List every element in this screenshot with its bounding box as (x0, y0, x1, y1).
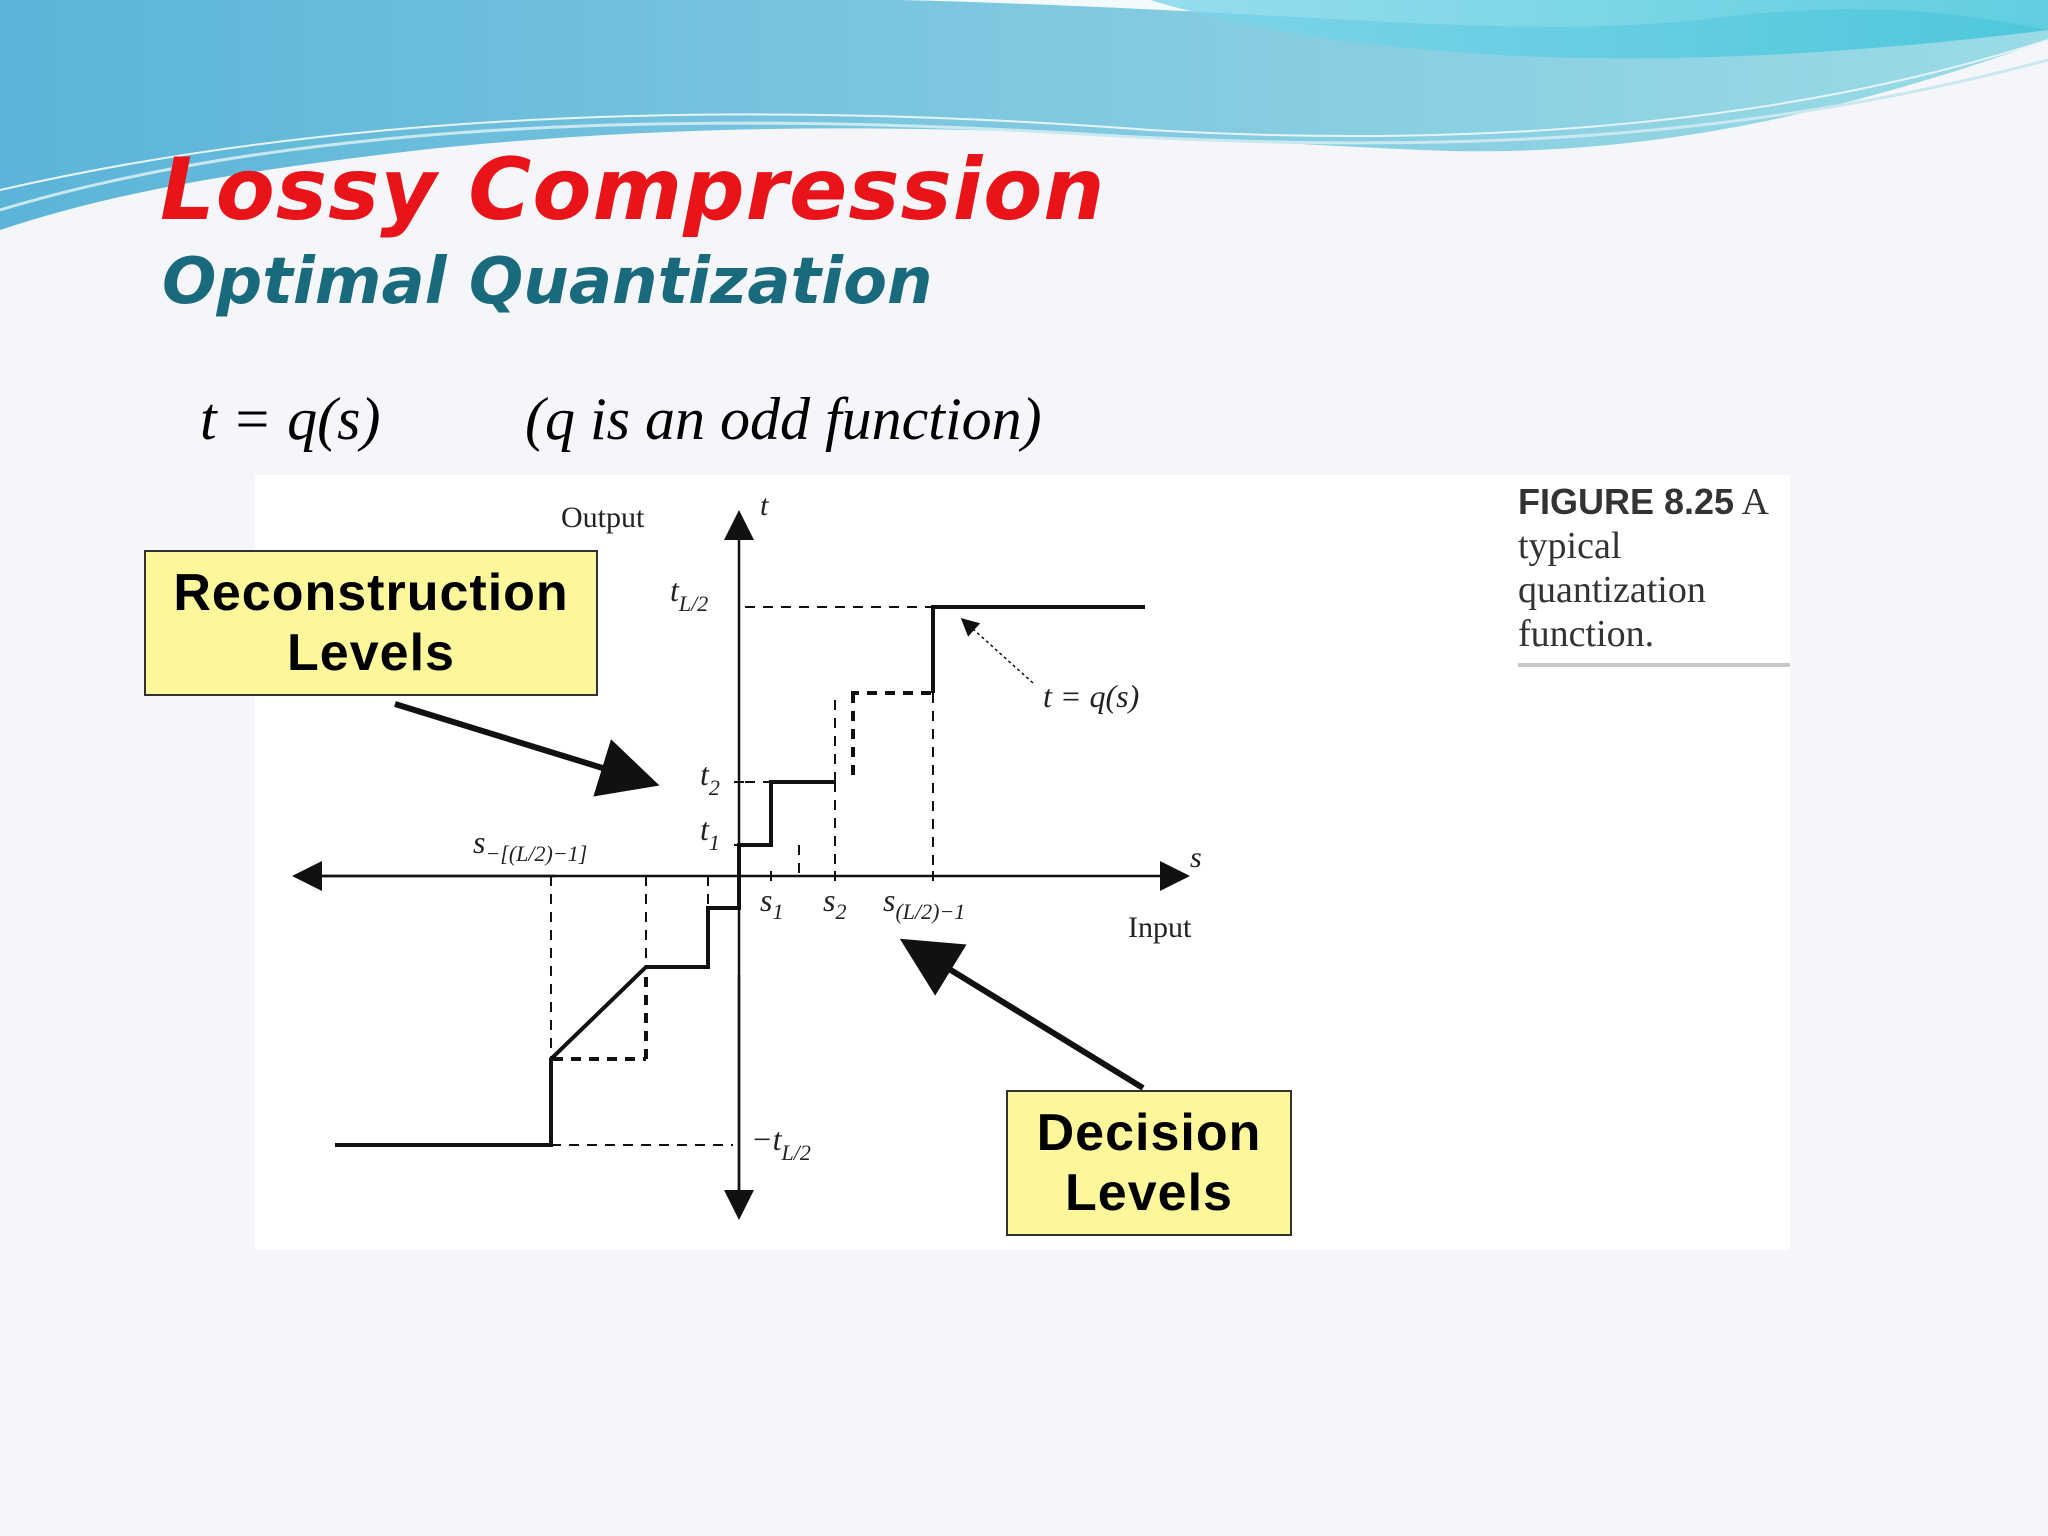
caption-number: FIGURE 8.25 (1518, 481, 1735, 522)
label-t1: t1 (700, 811, 720, 855)
slide-title: Lossy Compression (160, 140, 1106, 240)
callout-decision-line2: Levels (1065, 1164, 1233, 1222)
function-pointer (960, 617, 1034, 684)
caption-divider (1518, 663, 1790, 667)
quantization-steps-top (931, 605, 1145, 693)
wave-banner (0, 0, 2048, 230)
reconstruction-arrow (394, 701, 660, 797)
label-s-last: s(L/2)−1 (883, 882, 965, 924)
label-s1: s1 (760, 882, 783, 924)
equation-note: (q is an odd function) (525, 386, 1042, 452)
callout-decision-line1: Decision (1036, 1104, 1262, 1162)
label-s-neg: s−[(L/2)−1] (473, 824, 587, 866)
label-t-bottom: −tL/2 (751, 1121, 811, 1165)
label-s2: s2 (823, 882, 846, 924)
function-label: t = q(s) (1043, 678, 1139, 714)
label-t2: t2 (700, 756, 720, 800)
callout-reconstruction-line1: Reconstruction (173, 564, 569, 622)
callout-decision-levels: Decision Levels (1006, 1090, 1292, 1236)
label-t-top: tL/2 (670, 572, 708, 616)
dashed-guides (550, 606, 934, 1146)
axis-t-label: t (760, 489, 769, 522)
equation-main: t = q(s) (200, 386, 381, 452)
axis-output-label: Output (561, 501, 645, 534)
callout-reconstruction-line2: Levels (287, 624, 455, 682)
quantization-diagram: Output t Input s tL/2 t2 t1 −tL/2 s−[(L/… (292, 489, 1202, 1220)
quantization-steps (335, 780, 835, 1147)
decision-arrow (899, 938, 1145, 1091)
axis-s-label: s (1190, 841, 1202, 874)
caption-text: A typical quantization function. (1518, 481, 1767, 655)
callout-reconstruction-levels: Reconstruction Levels (144, 550, 598, 696)
slide-subtitle: Optimal Quantization (162, 245, 933, 319)
axis-input-label: Input (1128, 911, 1192, 944)
figure-caption: FIGURE 8.25 A typical quantization funct… (1518, 480, 1790, 656)
